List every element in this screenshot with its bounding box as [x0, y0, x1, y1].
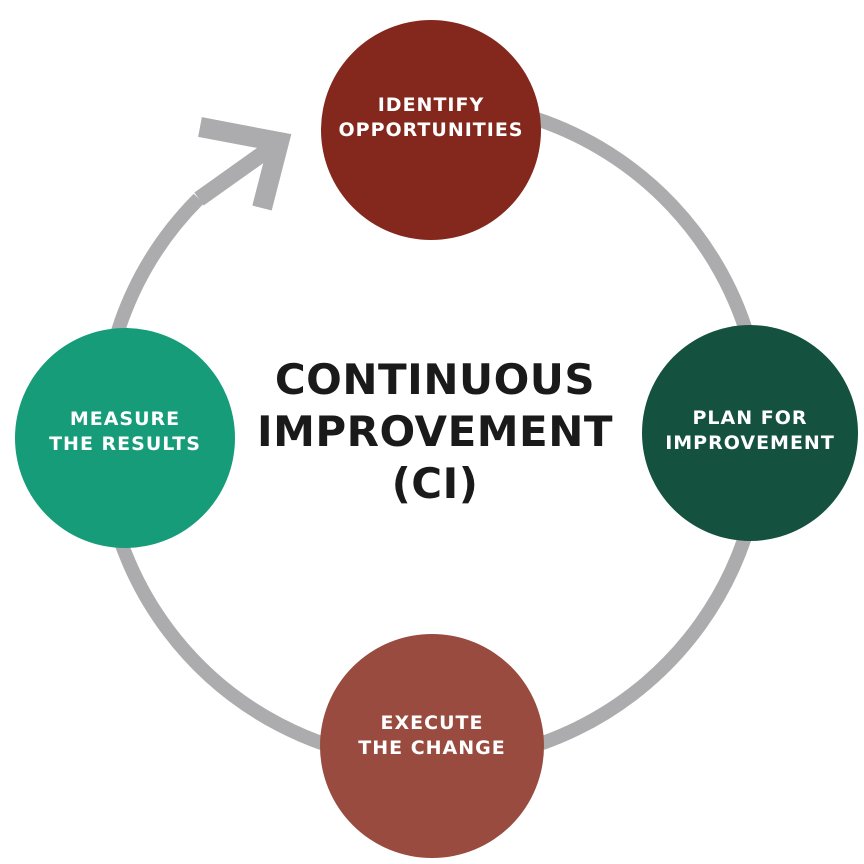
- title-line: IMPROVEMENT: [256, 407, 614, 456]
- step-label-line: OPPORTUNITIES: [338, 119, 524, 141]
- step-label: MEASURE THE RESULTS: [49, 407, 201, 457]
- step-label: IDENTIFY OPPORTUNITIES: [339, 93, 524, 143]
- step-label: EXECUTE THE CHANGE: [358, 711, 505, 761]
- step-label-line: THE CHANGE: [358, 737, 506, 759]
- step-circle-execute-the-change: EXECUTE THE CHANGE: [320, 634, 544, 858]
- cycle-arrow-shaft: [194, 143, 273, 206]
- step-circle-identify-opportunities: IDENTIFY OPPORTUNITIES: [321, 20, 541, 240]
- diagram-title: CONTINUOUS IMPROVEMENT (CI): [215, 354, 655, 510]
- step-circle-plan-for-improvement: PLAN FOR IMPROVEMENT: [642, 325, 858, 541]
- step-label-line: IMPROVEMENT: [665, 432, 835, 454]
- step-label: PLAN FOR IMPROVEMENT: [665, 406, 835, 456]
- step-circle-measure-the-results: MEASURE THE RESULTS: [15, 328, 235, 548]
- clockwise-arrowhead-icon: [198, 117, 292, 211]
- title-line: CONTINUOUS: [274, 355, 596, 404]
- step-label-line: THE RESULTS: [49, 433, 201, 455]
- title-line: (CI): [391, 459, 479, 508]
- step-label-line: IDENTIFY: [377, 94, 485, 116]
- step-label-line: EXECUTE: [380, 712, 484, 734]
- step-label-line: MEASURE: [69, 408, 181, 430]
- step-label-line: PLAN FOR: [692, 407, 808, 429]
